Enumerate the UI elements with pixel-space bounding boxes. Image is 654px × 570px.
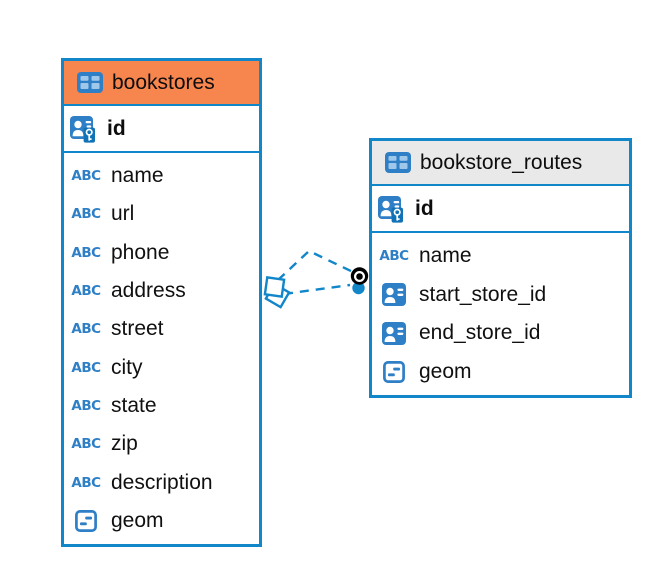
column-label: address	[111, 279, 186, 303]
relationship-line-arched[interactable]	[277, 249, 354, 281]
row-name[interactable]: ABC name	[372, 237, 629, 276]
text-type-icon: ABC	[71, 359, 101, 376]
column-label: zip	[111, 432, 138, 456]
column-label: name	[419, 244, 472, 268]
text-type-icon: ABC	[379, 248, 409, 265]
row-street[interactable]: ABC street	[64, 310, 259, 348]
row-name[interactable]: ABC name	[64, 157, 259, 195]
column-list: ABC name start_store_id end_store_id geo…	[372, 233, 629, 395]
column-label: geom	[111, 508, 164, 532]
column-label: phone	[111, 240, 170, 264]
column-label: end_store_id	[419, 321, 541, 345]
text-type-icon: ABC	[71, 436, 101, 453]
row-description[interactable]: ABC description	[64, 463, 259, 501]
text-type-icon: ABC	[71, 206, 101, 223]
table-title: bookstore_routes	[420, 150, 583, 174]
relationship-target-marker-black-dot[interactable]	[350, 267, 369, 285]
column-label: state	[111, 393, 157, 417]
table-bookstore-routes[interactable]: bookstore_routes id ABC name start_store…	[369, 138, 632, 398]
column-label: name	[111, 164, 164, 188]
row-id[interactable]: id	[64, 106, 259, 153]
row-state[interactable]: ABC state	[64, 387, 259, 425]
table-bookstores[interactable]: bookstores id ABC name ABC url ABC phone…	[61, 58, 262, 547]
relationship-source-marker-square-1[interactable]	[263, 276, 286, 298]
table-bookstore-routes-header[interactable]: bookstore_routes	[372, 141, 629, 186]
row-zip[interactable]: ABC zip	[64, 425, 259, 463]
column-label: start_store_id	[419, 282, 547, 306]
table-title: bookstores	[112, 70, 215, 94]
text-type-icon: ABC	[71, 474, 101, 491]
row-start-store-id[interactable]: start_store_id	[372, 276, 629, 315]
table-bookstores-header[interactable]: bookstores	[64, 61, 259, 106]
column-label: id	[107, 116, 126, 140]
column-label: geom	[419, 359, 472, 383]
column-label: url	[111, 202, 135, 226]
row-geom[interactable]: geom	[372, 353, 629, 392]
column-label: description	[111, 470, 213, 494]
text-type-icon: ABC	[71, 244, 101, 261]
column-label: id	[415, 196, 434, 220]
text-type-icon: ABC	[71, 397, 101, 414]
text-type-icon: ABC	[71, 321, 101, 338]
relationship-line-straight[interactable]	[283, 283, 351, 296]
row-end-store-id[interactable]: end_store_id	[372, 314, 629, 353]
row-city[interactable]: ABC city	[64, 348, 259, 386]
column-label: street	[111, 317, 164, 341]
column-list: ABC name ABC url ABC phone ABC address A…	[64, 153, 259, 544]
row-geom[interactable]: geom	[64, 502, 259, 540]
column-label: city	[111, 355, 143, 379]
row-address[interactable]: ABC address	[64, 272, 259, 310]
row-id[interactable]: id	[372, 186, 629, 233]
row-phone[interactable]: ABC phone	[64, 234, 259, 272]
text-type-icon: ABC	[71, 283, 101, 300]
black-dot-inner-ring	[354, 271, 366, 283]
row-url[interactable]: ABC url	[64, 195, 259, 233]
text-type-icon: ABC	[71, 168, 101, 185]
